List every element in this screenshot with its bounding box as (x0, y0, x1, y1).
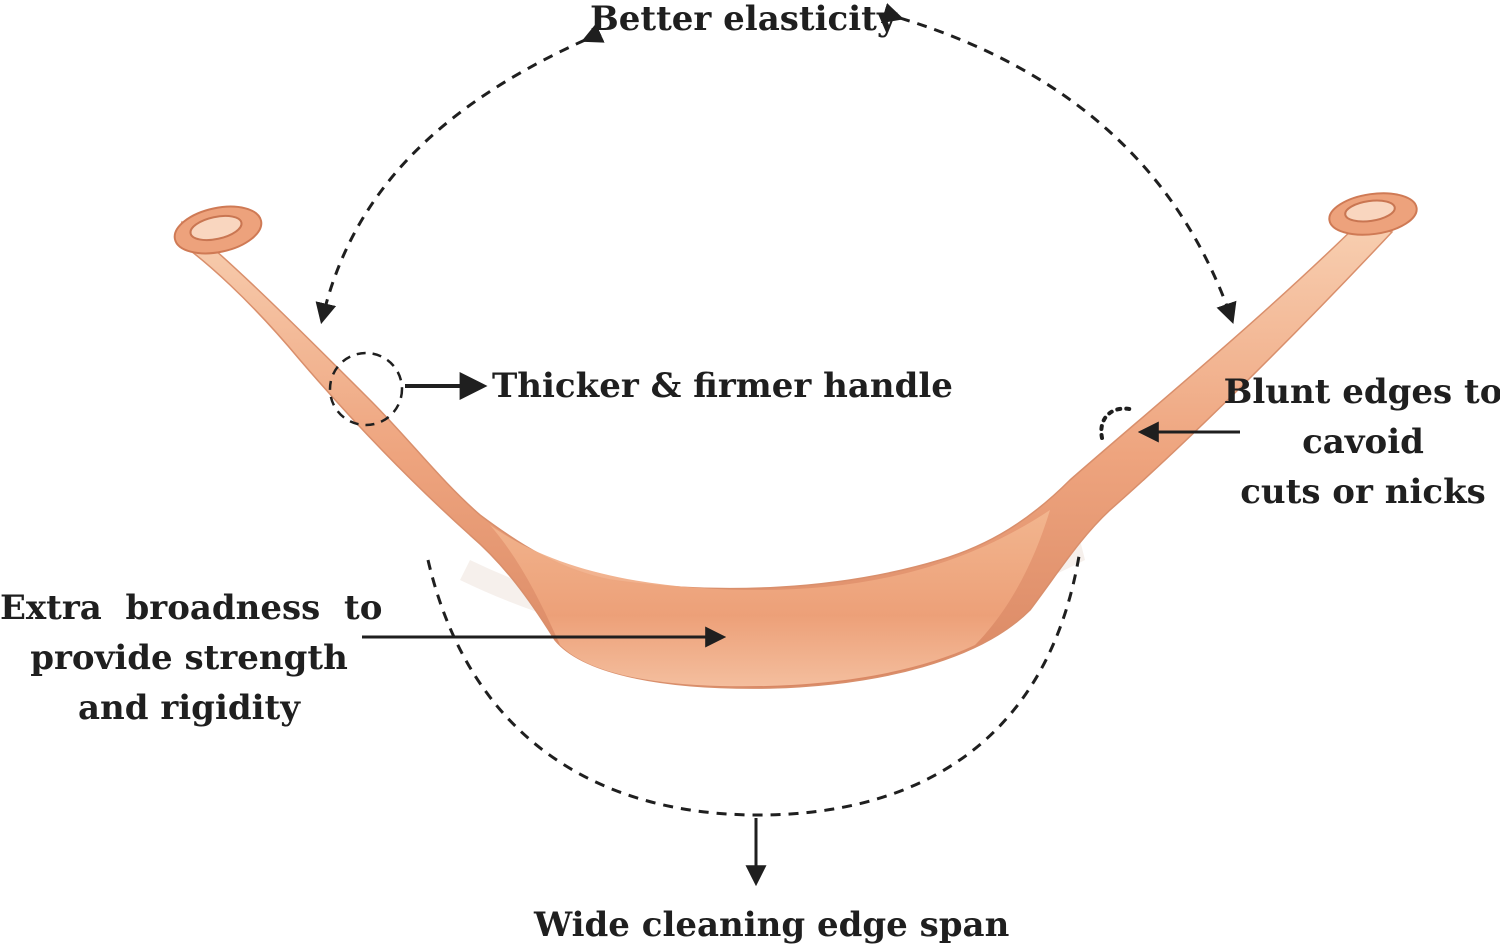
label-better-elasticity: Better elasticity (590, 0, 897, 39)
label-broadness-line-1: Extra broadness to (0, 588, 383, 628)
label-blunt-edges: Blunt edges to cavoid cuts or nicks (1222, 367, 1500, 517)
elasticity-arrow-right (880, 3, 1237, 324)
span-dashed-arc (426, 549, 1082, 817)
label-blunt-line-2: cavoid (1302, 422, 1424, 462)
left-loop (173, 205, 263, 255)
label-blunt-line-3: cuts or nicks (1240, 472, 1486, 512)
tongue-cleaner-image (173, 192, 1418, 689)
tongue-cleaner-blade (490, 510, 1050, 687)
label-blunt-line-1: Blunt edges to (1223, 372, 1500, 412)
handle-callout-circle (328, 351, 404, 427)
label-extra-broadness: Extra broadness to provide strength and … (0, 583, 383, 733)
label-broadness-line-3: and rigidity (77, 688, 301, 728)
blunt-edge-dots (1099, 406, 1136, 440)
label-thicker-handle: Thicker & firmer handle (492, 366, 953, 406)
right-loop (1328, 192, 1418, 236)
label-wide-cleaning-span: Wide cleaning edge span (534, 905, 1010, 945)
elasticity-arrow-left (315, 23, 605, 325)
label-broadness-line-2: provide strength (30, 638, 348, 678)
